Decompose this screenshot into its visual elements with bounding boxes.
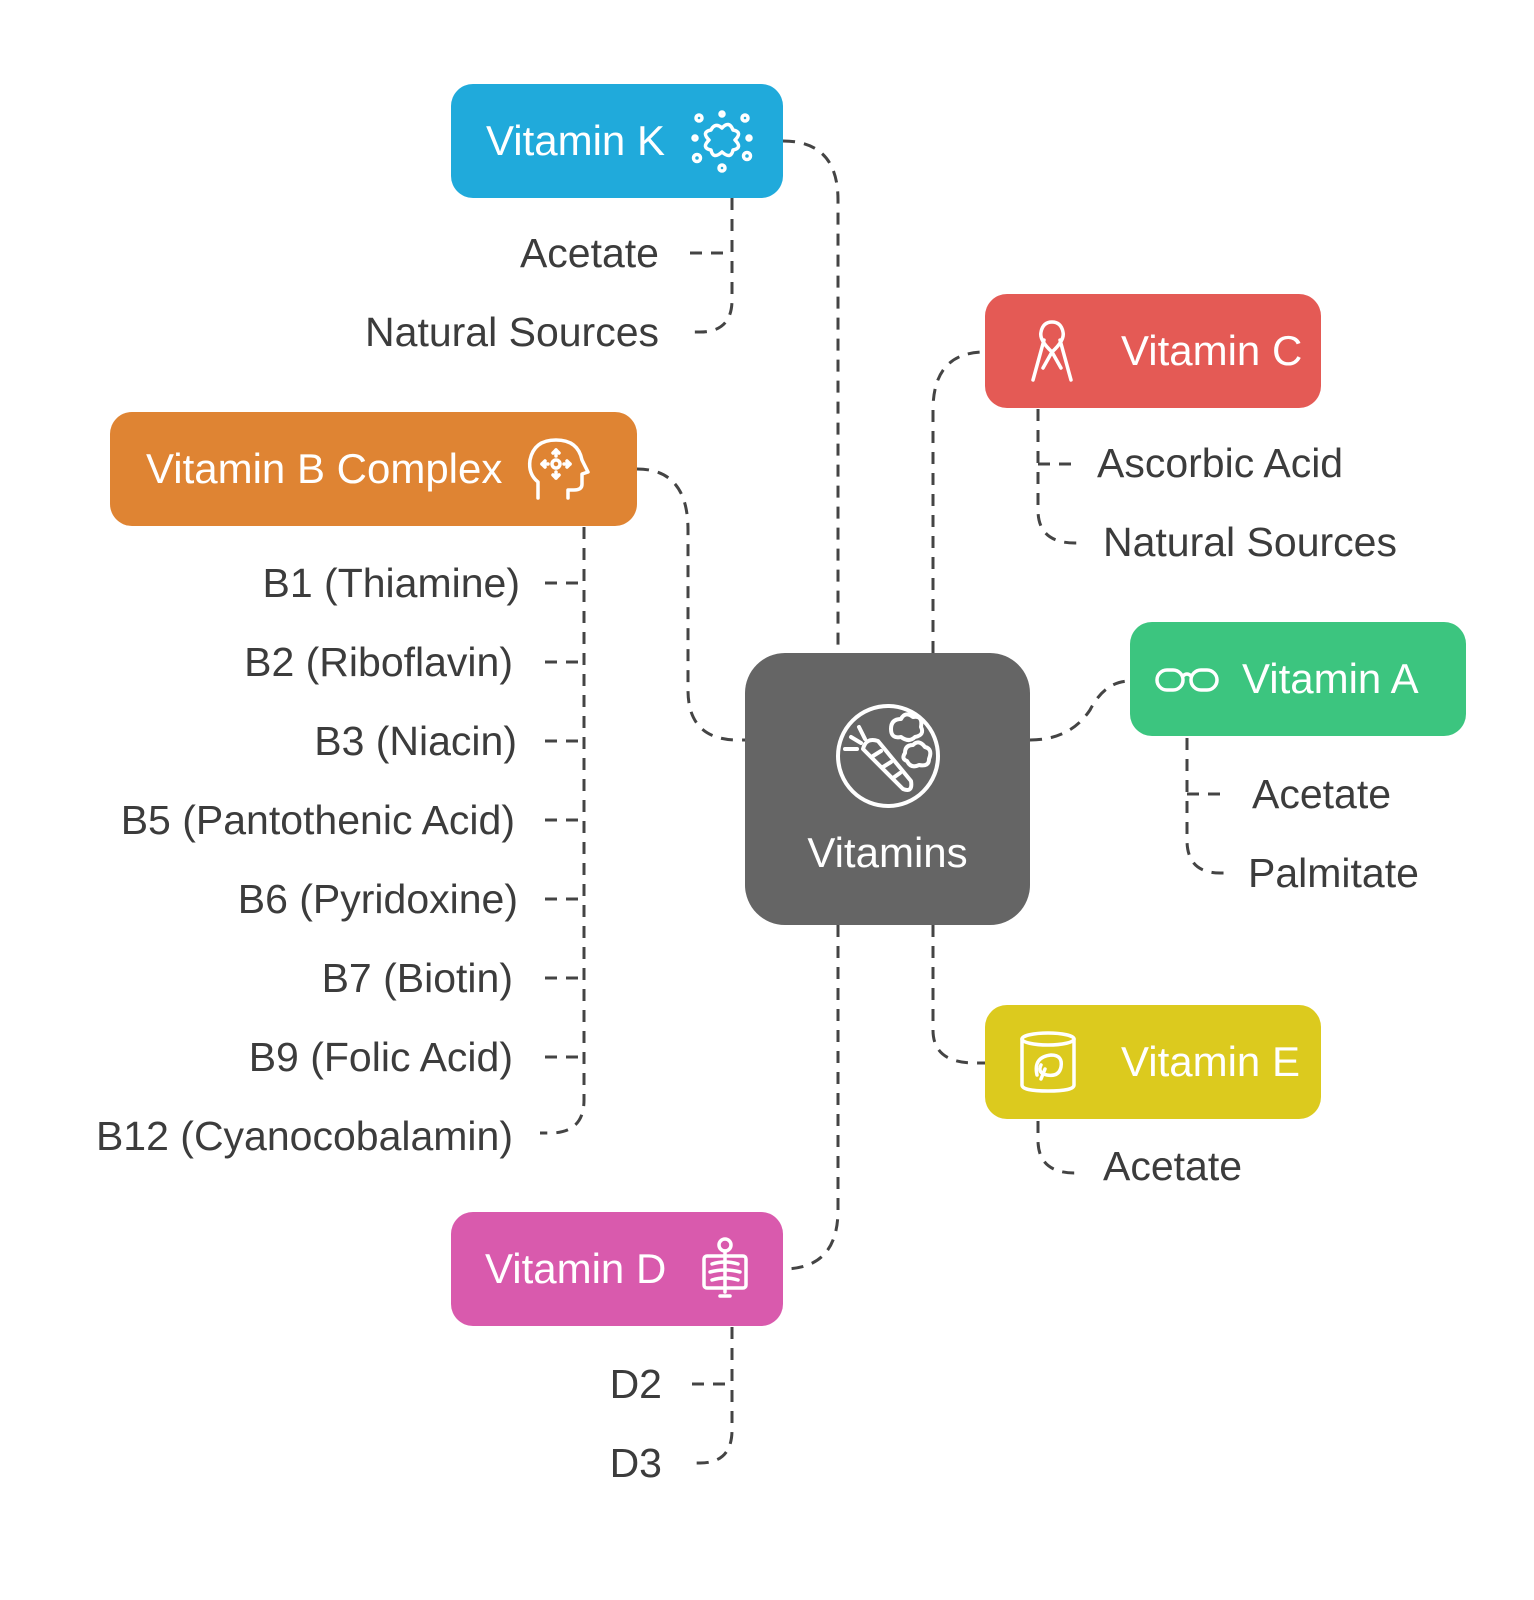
center-label: Vitamins — [807, 829, 968, 876]
node-vitamin-a[interactable]: Vitamin A — [1130, 622, 1466, 736]
node-label: Vitamin E — [1121, 1038, 1300, 1085]
node-label: Vitamin A — [1242, 655, 1419, 702]
connector-vitamin-c — [931, 350, 986, 653]
node-label: Vitamin B Complex — [146, 445, 503, 492]
connector-vitamin-b-items — [540, 527, 586, 1135]
skeleton-xray-icon — [692, 1236, 758, 1302]
node-vitamin-k[interactable]: Vitamin K — [451, 84, 783, 198]
leaf-b2: B2 (Riboflavin) — [244, 639, 513, 685]
node-vitamin-c[interactable]: Vitamin C — [985, 294, 1321, 408]
node-vitamin-d[interactable]: Vitamin D — [451, 1212, 783, 1326]
node-vitamin-e[interactable]: Vitamin E — [985, 1005, 1321, 1119]
connector-vitamin-a-items — [1185, 738, 1228, 875]
connector-vitamin-b — [636, 467, 745, 742]
node-vitamin-b-complex[interactable]: Vitamin B Complex — [110, 412, 637, 526]
eyeglasses-icon — [1154, 646, 1220, 712]
vegetables-plate-icon — [833, 701, 943, 811]
connector-vitamin-c-items — [1036, 409, 1082, 545]
brain-head-icon — [526, 436, 592, 502]
leaf-b3: B3 (Niacin) — [314, 718, 517, 764]
leaf-vitamin-a-acetate: Acetate — [1252, 771, 1392, 817]
node-label: Vitamin D — [485, 1245, 667, 1292]
leaf-vitamin-k-natural-sources: Natural Sources — [365, 309, 659, 355]
connector-vitamin-e-items — [1036, 1121, 1082, 1175]
connector-vitamin-k-items — [690, 198, 734, 334]
leaf-b6: B6 (Pyridoxine) — [237, 876, 518, 922]
connector-vitamin-d-items — [690, 1327, 734, 1465]
leaf-d2: D2 — [609, 1361, 662, 1407]
leaf-d3: D3 — [609, 1440, 662, 1486]
leaf-vitamin-e-acetate: Acetate — [1103, 1143, 1243, 1189]
leaf-vitamin-c-ascorbic-acid: Ascorbic Acid — [1097, 440, 1344, 486]
leaf-vitamin-k-acetate: Acetate — [519, 230, 659, 276]
connector-vitamin-a — [1029, 679, 1131, 742]
connector-vitamin-e — [931, 925, 985, 1065]
leaf-b7: B7 (Biotin) — [321, 955, 513, 1001]
awareness-ribbon-icon — [1019, 318, 1085, 384]
leaf-b5: B5 (Pantothenic Acid) — [120, 797, 515, 843]
leaf-jar-icon — [1015, 1029, 1081, 1095]
leaf-vitamin-c-natural-sources: Natural Sources — [1103, 519, 1397, 565]
node-label: Vitamin C — [1121, 327, 1303, 374]
blood-splatter-icon — [689, 108, 755, 174]
connector-vitamin-d — [782, 925, 840, 1271]
leaf-vitamin-a-palmitate: Palmitate — [1248, 850, 1419, 896]
node-label: Vitamin K — [486, 117, 665, 164]
leaf-b1: B1 (Thiamine) — [262, 560, 520, 606]
connector-vitamin-k — [782, 139, 840, 653]
center-node-vitamins[interactable]: Vitamins — [745, 653, 1030, 925]
leaf-b12: B12 (Cyanocobalamin) — [95, 1113, 513, 1159]
leaf-b9: B9 (Folic Acid) — [248, 1034, 513, 1080]
